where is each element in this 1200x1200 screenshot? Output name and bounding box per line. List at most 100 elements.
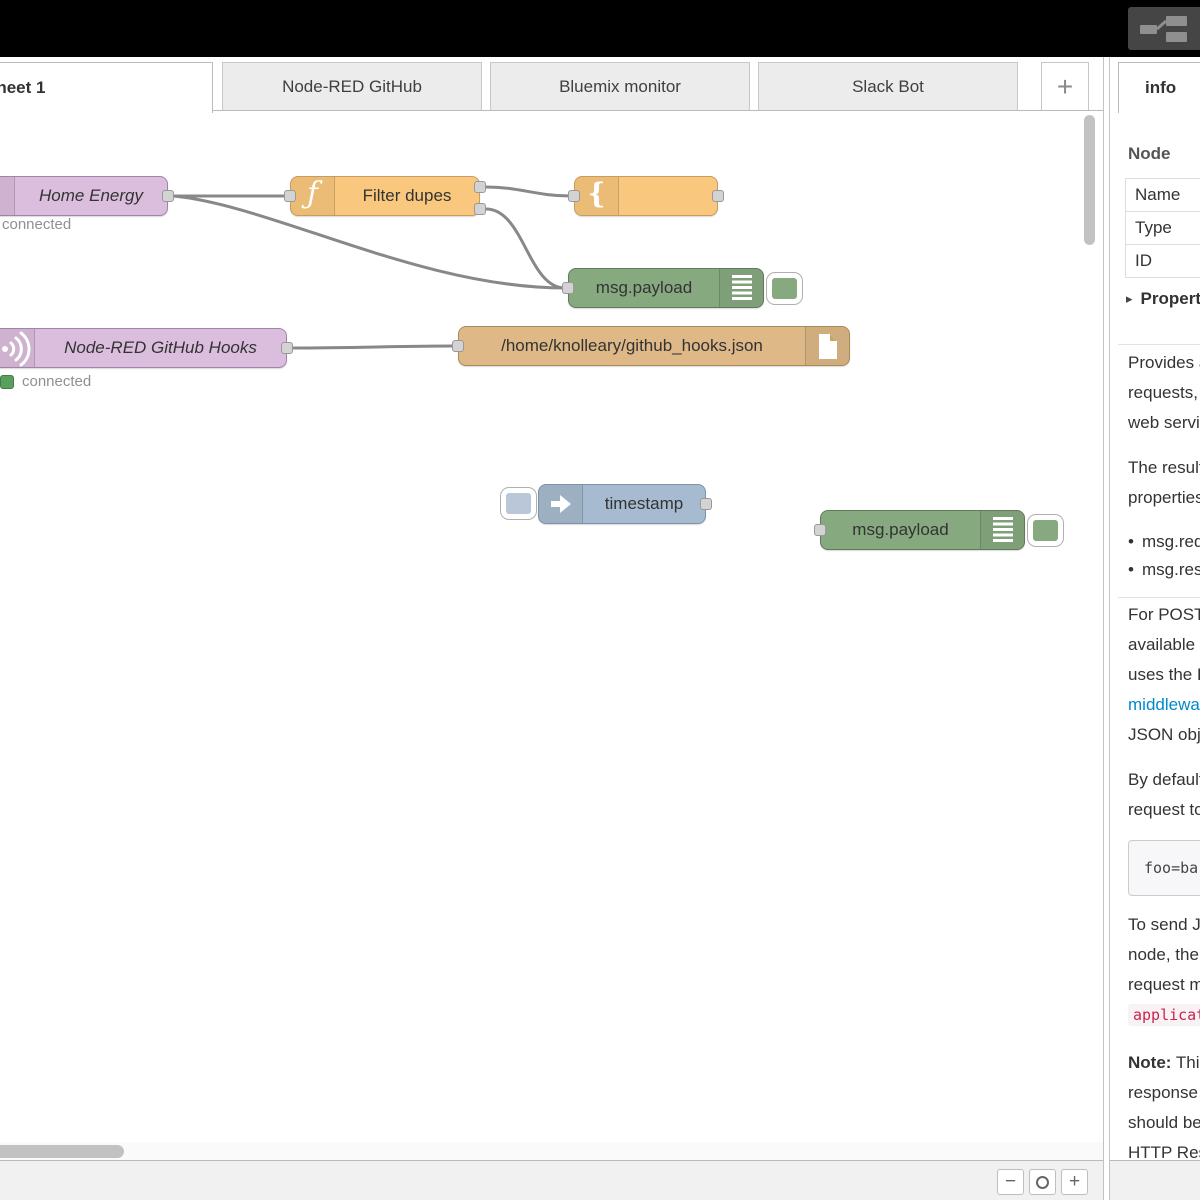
node-timestamp[interactable]: timestamp	[538, 484, 706, 524]
minus-icon: −	[1004, 1171, 1017, 1192]
input-port[interactable]	[562, 282, 574, 294]
debug-list-icon	[980, 511, 1024, 549]
tab-sheet-1[interactable]: Sheet 1	[0, 62, 213, 113]
divider	[1118, 597, 1200, 598]
help-line: properties:	[1128, 488, 1200, 507]
help-bullet: msg.req : http request	[1128, 528, 1200, 556]
node-properties-table: Name Type ID	[1125, 178, 1200, 278]
input-port[interactable]	[814, 524, 826, 536]
middleware-link[interactable]: middleware	[1128, 695, 1200, 714]
horizontal-scrollbar-thumb[interactable]	[0, 1145, 124, 1158]
tab-bluemix-monitor[interactable]: Bluemix monitor	[490, 62, 750, 111]
node-home-energy[interactable]: Home Energy	[0, 176, 168, 216]
app-header	[0, 0, 1200, 57]
input-port[interactable]	[568, 190, 580, 202]
help-bullet-list: msg.req : http request msg.res : http re…	[1128, 528, 1200, 584]
output-port[interactable]	[700, 498, 712, 510]
toggle-state	[1031, 518, 1060, 543]
zoom-in-button[interactable]: +	[1061, 1169, 1088, 1195]
zoom-out-button[interactable]: −	[997, 1169, 1024, 1195]
divider	[1118, 344, 1200, 345]
status-text: connected	[2, 216, 72, 233]
tab-label: Sheet 1	[0, 78, 46, 97]
zoom-reset-button[interactable]	[1029, 1169, 1056, 1195]
status-dot-green	[0, 374, 14, 389]
help-line: HTTP Response node.	[1128, 1143, 1200, 1162]
node-label: msg.payload	[852, 520, 949, 539]
tab-node-red-github[interactable]: Node-RED GitHub	[222, 62, 482, 111]
help-line: should be done with a subsequent	[1128, 1113, 1200, 1132]
broadcast-icon	[0, 329, 35, 367]
help-line: JSON object.	[1128, 725, 1200, 744]
inject-button[interactable]	[500, 487, 537, 520]
node-template[interactable]: {	[574, 176, 718, 216]
node-debug-top[interactable]: msg.payload	[568, 268, 764, 308]
node-file[interactable]: /home/knolleary/github_hooks.json	[458, 326, 850, 366]
node-label: msg.payload	[595, 278, 693, 297]
row-label: ID	[1125, 244, 1200, 278]
flow-canvas[interactable]: Home Energy connected ƒ Filter dupes { m…	[0, 113, 1103, 1160]
tab-slack-bot[interactable]: Slack Bot	[758, 62, 1018, 111]
output-port[interactable]	[162, 190, 174, 202]
circle-icon	[1036, 1175, 1049, 1189]
help-line: response to the http request. This	[1128, 1083, 1200, 1102]
help-line: uses the Express bodyParser	[1128, 665, 1200, 684]
flows-menu-button[interactable]	[1128, 7, 1200, 50]
node-label: Node-RED GitHub Hooks	[64, 338, 257, 357]
node-help-text: Provides an input node for http requests…	[1118, 348, 1200, 1183]
table-row: Type	[1125, 211, 1200, 245]
wire-layer	[172, 185, 573, 350]
help-line: node, the content-type header of the	[1128, 945, 1200, 964]
node-debug-bottom[interactable]: msg.payload	[820, 510, 1025, 550]
node-label: Home Energy	[39, 186, 143, 205]
tab-label: Slack Bot	[852, 76, 924, 96]
node-label: timestamp	[604, 494, 684, 513]
debug-toggle-button[interactable]	[766, 272, 803, 305]
table-row: ID	[1125, 244, 1200, 278]
help-line: application/json.	[1128, 1000, 1200, 1030]
node-github-hooks[interactable]: Node-RED GitHub Hooks	[0, 328, 287, 368]
help-line: web services.	[1128, 413, 1200, 432]
inline-code: application/json	[1128, 1004, 1200, 1026]
status-text: connected	[22, 373, 92, 390]
tab-label: info	[1145, 78, 1177, 97]
output-port[interactable]	[712, 190, 724, 202]
input-port[interactable]	[452, 340, 464, 352]
toggle-state	[770, 276, 799, 301]
function-icon: ƒ	[291, 177, 335, 215]
input-port[interactable]	[284, 190, 296, 202]
sidebar-splitter[interactable]	[1103, 57, 1110, 1200]
output-port[interactable]	[474, 203, 486, 215]
node-label	[619, 177, 717, 215]
plus-icon: +	[1056, 70, 1074, 102]
wire[interactable]	[484, 185, 573, 198]
info-sidebar: info Node Name Type ID ▸ Properties	[1110, 57, 1200, 1200]
wire[interactable]	[172, 194, 567, 290]
help-bullet: msg.res : http response	[1128, 556, 1200, 584]
properties-label: Properties	[1140, 289, 1200, 308]
node-label: Filter dupes	[362, 186, 452, 205]
help-line: To send JSON formatted data to the	[1128, 915, 1200, 934]
row-label: Type	[1125, 211, 1200, 245]
wire[interactable]	[291, 344, 457, 350]
properties-expander[interactable]: ▸ Properties	[1126, 289, 1200, 309]
toggle-state	[504, 491, 533, 516]
vertical-scrollbar-thumb[interactable]	[1084, 115, 1095, 245]
canvas-footer: − +	[0, 1160, 1200, 1200]
tab-label: Bluemix monitor	[559, 76, 681, 96]
help-line: For POST/PUT requests, the body is	[1128, 605, 1200, 624]
tab-info[interactable]: info	[1118, 62, 1200, 113]
help-line: By default, the body parser treats the	[1128, 770, 1200, 789]
add-flow-button[interactable]: +	[1041, 62, 1089, 111]
code-block: foo=bar&this=that	[1128, 840, 1200, 896]
help-line: request must be set to	[1128, 975, 1200, 994]
node-filter-dupes[interactable]: ƒ Filter dupes	[290, 176, 480, 216]
mqtt-icon	[0, 177, 15, 215]
output-port[interactable]	[281, 342, 293, 354]
wire[interactable]	[484, 207, 567, 290]
output-port[interactable]	[474, 181, 486, 193]
debug-toggle-button[interactable]	[1027, 514, 1064, 547]
node-section-title: Node	[1128, 144, 1171, 163]
inject-arrow-icon	[539, 485, 583, 523]
